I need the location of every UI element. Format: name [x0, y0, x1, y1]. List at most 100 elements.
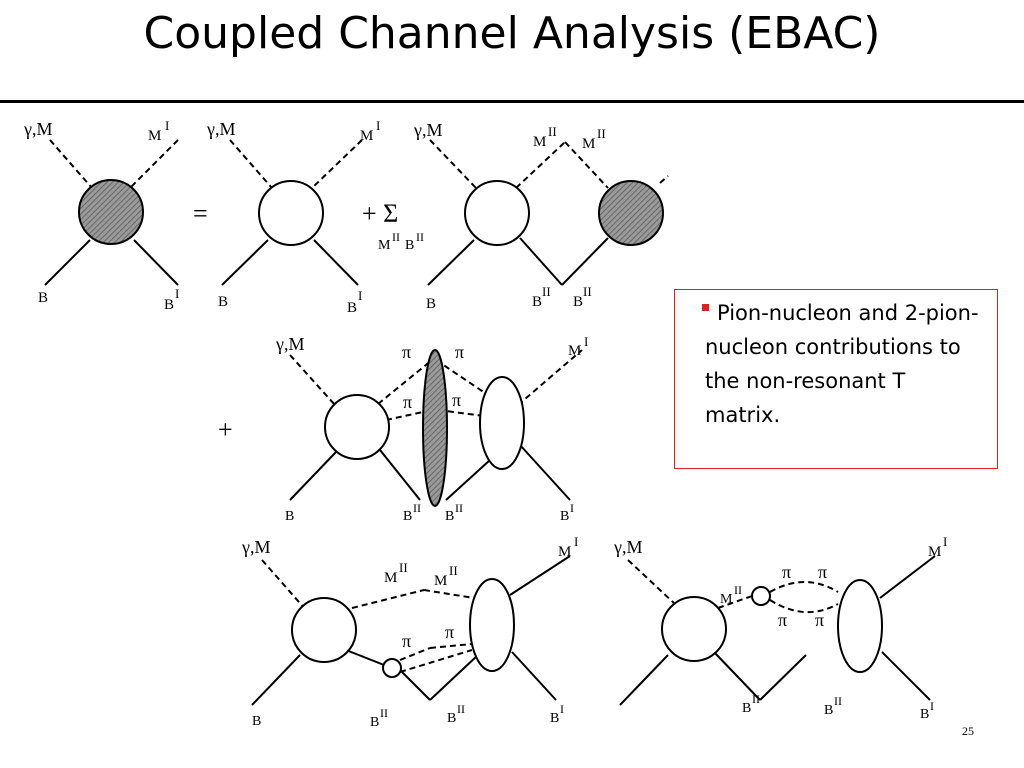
label-plus: + [218, 415, 233, 444]
label-m: M [533, 134, 546, 150]
loop-vertex-circle [291, 597, 357, 663]
label-gamma-m: γ,M [275, 334, 304, 354]
label-pi: π [815, 610, 824, 630]
label-gamma-m: γ,M [241, 537, 270, 557]
label-b: B [38, 290, 48, 306]
label-m: M [384, 570, 397, 586]
label-sup: II [392, 230, 400, 244]
label-m: M [568, 343, 581, 359]
label-sup: II [542, 284, 551, 299]
diagram-two-pion-blob [289, 349, 583, 507]
label-sup: II [734, 583, 742, 597]
label-pi: π [818, 562, 827, 582]
label-b: B [405, 238, 414, 253]
label-sup: II [413, 501, 421, 515]
label-pi: π [778, 610, 787, 630]
label-pi: π [402, 342, 411, 362]
label-sup: II [455, 501, 463, 515]
label-sup: II [416, 230, 424, 244]
label-sup: II [380, 706, 388, 720]
label-pi: π [403, 392, 412, 412]
label-gamma-m: γ,M [23, 119, 52, 139]
label-b: B [347, 300, 357, 316]
diagram-labels: γ,M M I B B I = γ,M M I B B I + Σ M II B… [23, 118, 947, 730]
label-b: B [447, 711, 456, 726]
two-pion-loop-final-vertex [837, 579, 883, 673]
label-b: B [370, 715, 379, 730]
loop-small-vertex [382, 658, 402, 678]
label-sup: II [399, 560, 408, 575]
diagram-two-pion-loop [619, 555, 936, 706]
diagram-pion-nucleon-loop [251, 555, 571, 706]
diagram-bare-vertex [221, 139, 363, 286]
label-b: B [164, 297, 174, 313]
label-sup: I [560, 702, 564, 716]
label-b: B [403, 509, 412, 524]
rescatter-vertex-circle [464, 180, 530, 246]
label-m: M [928, 544, 941, 560]
label-b: B [824, 703, 833, 718]
title-divider [0, 100, 1024, 103]
label-b: B [426, 296, 436, 312]
two-pion-scattering-blob [422, 349, 448, 507]
rescatter-amplitude-blob [598, 180, 664, 246]
label-b: B [550, 711, 559, 726]
label-sup: I [930, 699, 934, 713]
diagram-full-amplitude [44, 139, 179, 286]
label-m: M [558, 544, 571, 560]
label-m: M [360, 128, 373, 144]
label-pi: π [402, 631, 411, 651]
label-equals: = [193, 199, 208, 228]
loop-final-vertex [469, 578, 515, 672]
label-pi: π [452, 390, 461, 410]
label-m: M [434, 573, 447, 589]
bare-vertex-circle [258, 180, 324, 246]
label-sup: II [752, 692, 760, 706]
label-sup: I [358, 288, 362, 303]
label-b: B [560, 509, 569, 524]
label-m: M [378, 238, 391, 253]
label-gamma-m: γ,M [613, 537, 642, 557]
callout-text: Pion-nucleon and 2-pion-nucleon contribu… [705, 301, 979, 427]
slide-title: Coupled Channel Analysis (EBAC) [143, 8, 881, 59]
label-gamma-m: γ,M [206, 119, 235, 139]
label-sup: II [583, 284, 592, 299]
label-pi: π [445, 622, 454, 642]
label-b: B [252, 714, 261, 729]
full-amplitude-blob [78, 179, 144, 245]
label-sup: II [548, 124, 557, 139]
label-b: B [218, 294, 228, 310]
label-b: B [742, 701, 751, 716]
callout-box: Pion-nucleon and 2-pion-nucleon contribu… [674, 289, 998, 469]
label-plus-sigma: + Σ [362, 199, 398, 228]
label-m: M [720, 592, 733, 607]
label-sup: II [834, 694, 842, 708]
label-sup: II [457, 702, 465, 716]
diagram-rescattering [427, 139, 669, 286]
page-number: 25 [962, 724, 974, 738]
label-sup: I [376, 118, 380, 133]
label-sup: I [943, 534, 947, 549]
label-b: B [445, 509, 454, 524]
label-pi: π [782, 562, 791, 582]
label-sup: I [574, 534, 578, 549]
two-pion-final-vertex [479, 376, 525, 470]
label-sup: I [584, 334, 588, 349]
two-pion-loop-small-vertex [751, 586, 771, 606]
label-sup: II [449, 563, 458, 578]
bullet-marker [702, 304, 709, 311]
label-sup: I [175, 286, 179, 301]
label-sup: I [165, 118, 169, 133]
label-m: M [582, 136, 595, 152]
label-m: M [148, 128, 161, 144]
label-b: B [285, 509, 294, 524]
label-pi: π [455, 342, 464, 362]
label-b: B [573, 294, 583, 310]
label-sup: II [597, 126, 606, 141]
label-gamma-m: γ,M [413, 120, 442, 140]
label-b: B [532, 294, 542, 310]
label-sup: I [570, 501, 574, 515]
two-pion-vertex-circle [324, 394, 390, 460]
label-b: B [920, 707, 929, 722]
